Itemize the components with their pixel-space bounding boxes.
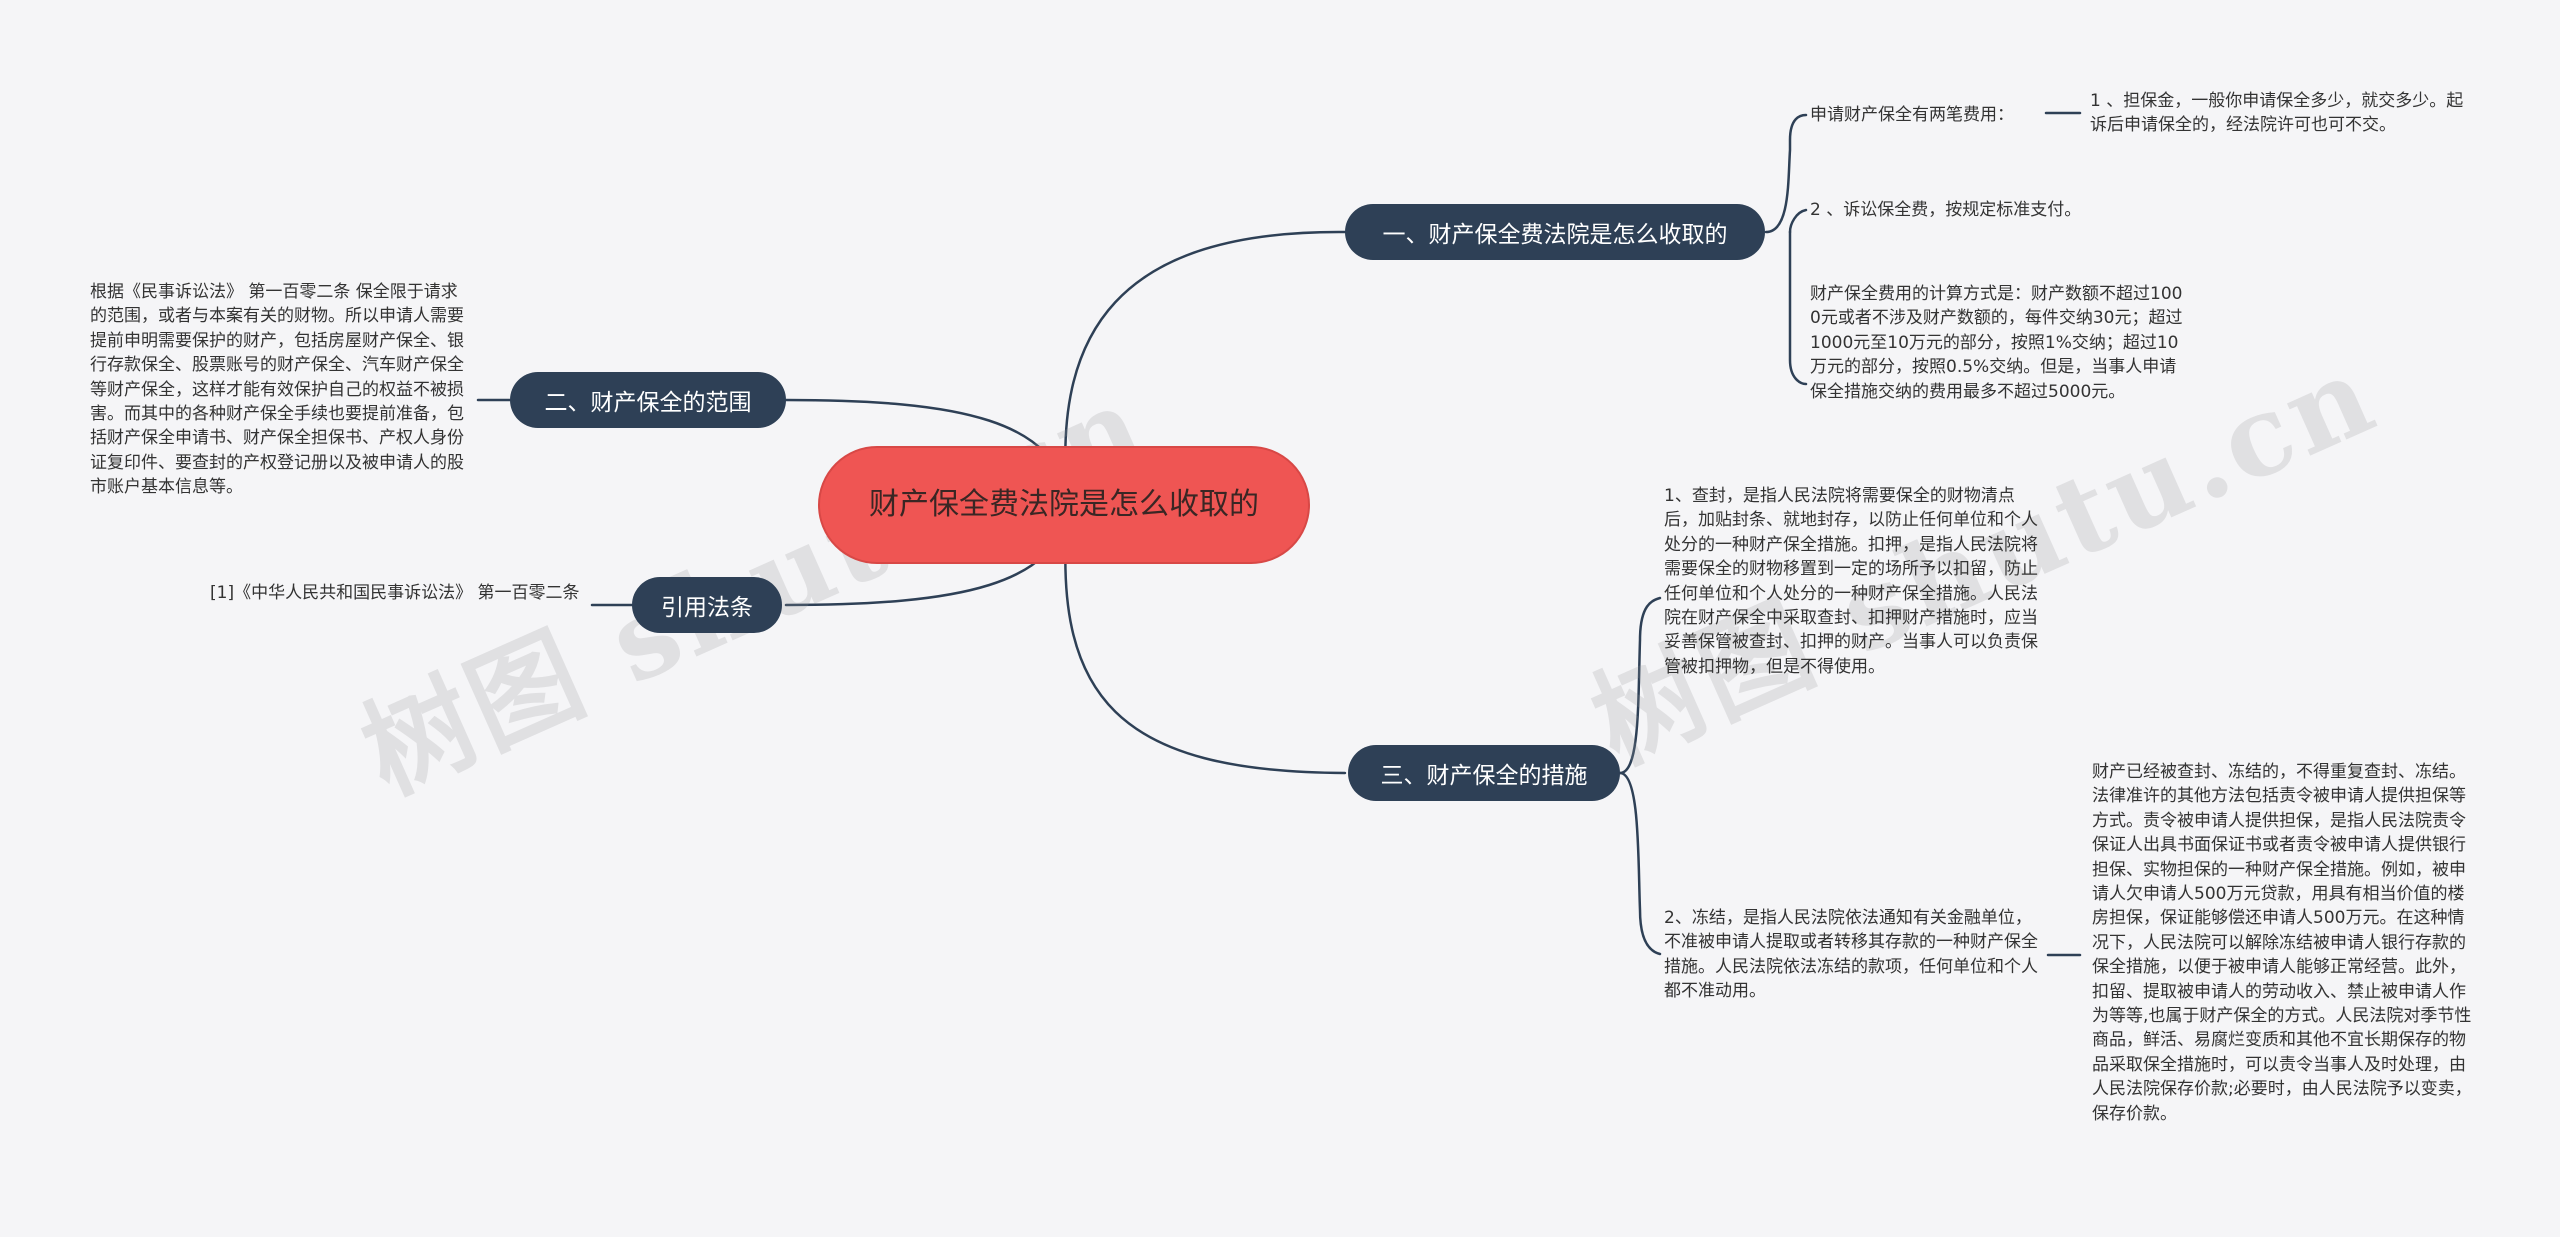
branch-scope[interactable]: 二、财产保全的范围 <box>510 372 786 428</box>
link-branch-1-leaves <box>1764 113 1808 234</box>
leaf-citation: [1]《中华人民共和国民事诉讼法》 第一百零二条 <box>210 583 580 603</box>
leaf-measure-2: 2、冻结，是指人民法院依法通知有关金融单位，不准被申请人提取或者转移其存款的一种… <box>1664 908 2038 1002</box>
leaf-fee-2: 2 、诉讼保全费，按规定标准支付。 <box>1810 200 2082 220</box>
leaf-measure-2-detail: 财产已经被查封、冻结的，不得重复查封、冻结。法律准许的其他方法包括责令被申请人提… <box>2092 762 2472 1124</box>
link-root-branch-1 <box>1064 230 1347 507</box>
leaf-scope: 根据《民事诉讼法》 第一百零二条 保全限于请求的范围，或者与本案有关的财物。所以… <box>90 282 464 498</box>
leaf-fees-intro: 申请财产保全有两笔费用： <box>1810 105 2014 125</box>
link-root-branch-4 <box>1064 503 1347 775</box>
leaf-fee-1: 1 、担保金，一般你申请保全多少，就交多少。起诉后申请保全的，经法院许可也可不交… <box>2090 91 2464 136</box>
leaf-fee-calc: 财产保全费用的计算方式是：财产数额不超过1000元或者不涉及财产数额的，每件交纳… <box>1810 284 2183 402</box>
leaf-measure-1: 1、查封，是指人民法院将需要保全的财物清点后，加贴封条、就地封存，以防止任何单位… <box>1664 486 2038 677</box>
branch-citation[interactable]: 引用法条 <box>632 577 782 633</box>
branch-measures[interactable]: 三、财产保全的措施 <box>1348 745 1620 801</box>
branch-fee-collection[interactable]: 一、财产保全费法院是怎么收取的 <box>1345 204 1765 260</box>
link-branch-4-leaves <box>1618 596 1662 775</box>
root-topic[interactable]: 财产保全费法院是怎么收取的 <box>818 446 1310 564</box>
